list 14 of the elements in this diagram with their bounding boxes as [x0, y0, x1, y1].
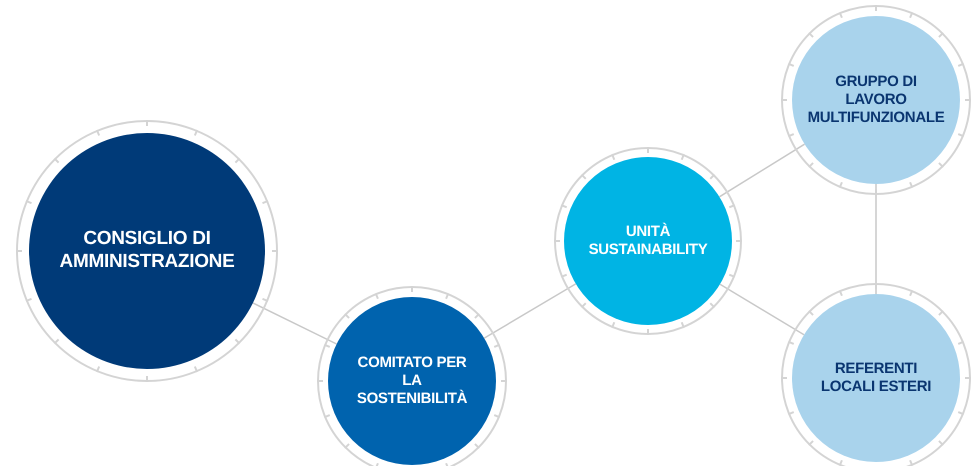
connector-line — [484, 283, 576, 339]
circle-node — [792, 294, 960, 462]
node-label: REFERENTI LOCALI ESTERI — [820, 360, 932, 396]
connector-line — [252, 302, 337, 345]
node-label: COMITATO PER LA SOSTENIBILITÀ — [356, 354, 468, 408]
circle-node — [564, 157, 732, 325]
connector-line — [719, 144, 805, 198]
node-label: GRUPPO DI LAVORO MULTIFUNZIONALE — [806, 73, 946, 127]
connector-line — [720, 284, 804, 336]
circle-node — [792, 16, 960, 184]
node-label: CONSIGLIO DI AMMINISTRAZIONE — [58, 228, 236, 274]
circle-node — [328, 297, 496, 465]
node-label: UNITÀ SUSTAINABILITY — [588, 223, 708, 259]
connector-line — [875, 184, 877, 294]
